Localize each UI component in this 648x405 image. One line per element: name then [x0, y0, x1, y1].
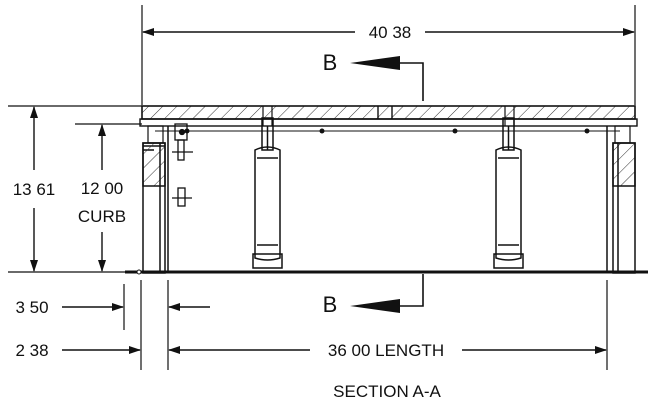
gas-spring-right — [493, 117, 524, 269]
section-marker-bottom: B — [323, 274, 424, 317]
latch-hardware — [172, 123, 193, 207]
overall-height-label: 13 61 — [13, 180, 56, 199]
section-marker-top-letter: B — [323, 50, 338, 75]
hatch-cover — [139, 105, 638, 144]
offset-b-label: 2 38 — [15, 341, 48, 360]
dimension-lines — [30, 28, 635, 354]
offset-a-label: 3 50 — [15, 298, 48, 317]
length-label: 36 00 LENGTH — [328, 341, 444, 360]
overall-width-label: 40 38 — [369, 23, 412, 42]
section-caption: SECTION A-A — [333, 382, 441, 401]
section-marker-bottom-letter: B — [323, 292, 338, 317]
curb-height-label: 12 00 — [81, 179, 124, 198]
section-marker-top: B — [323, 50, 424, 101]
gas-spring-left — [252, 117, 283, 269]
curb-label: CURB — [78, 207, 126, 226]
curb-walls — [142, 126, 636, 274]
